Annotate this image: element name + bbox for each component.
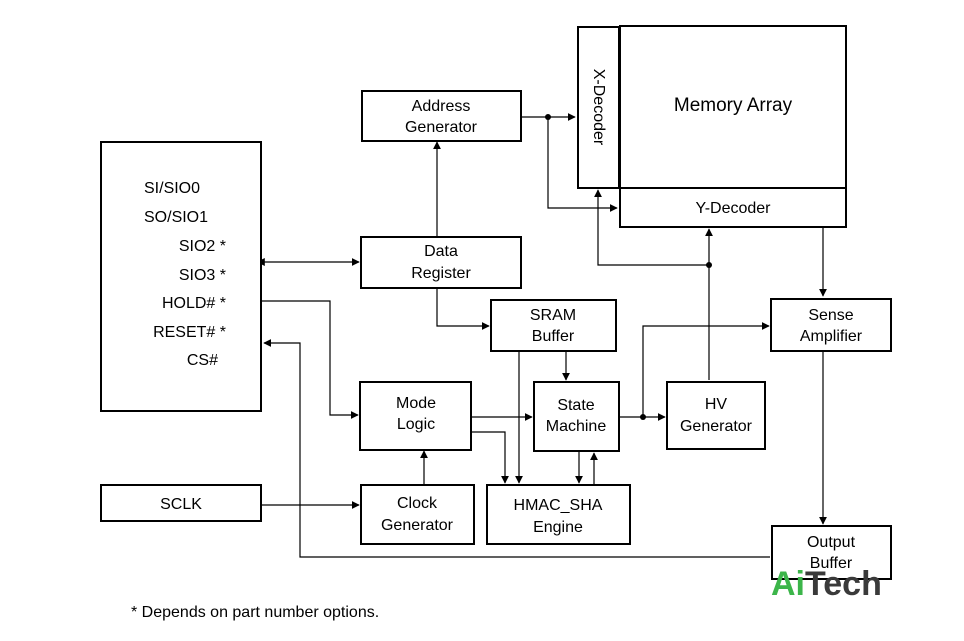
pin-label: SIO2 * <box>179 238 226 255</box>
junction-dot <box>640 414 646 420</box>
sense-amplifier-label-2: Amplifier <box>800 328 863 345</box>
pin-label: SIO3 * <box>179 267 226 284</box>
sense-amplifier-label-1: Sense <box>808 307 853 324</box>
data-register-block: Data Register <box>360 236 522 289</box>
hmac-sha-label-1: HMAC_SHA <box>514 497 603 514</box>
memory-array-block: Memory Array <box>619 25 847 189</box>
wire-mode-logic-hmac <box>472 431 509 484</box>
address-generator-label-1: Address <box>412 98 471 115</box>
hmac-sha-engine-block: HMAC_SHA Engine <box>486 484 631 545</box>
sram-buffer-label-1: SRAM <box>530 307 576 324</box>
address-generator-block: Address Generator <box>361 90 522 142</box>
wire-hv-x-decoder <box>594 189 709 266</box>
state-machine-block: State Machine <box>533 381 620 452</box>
wire-state-machine-sense-amp <box>642 322 770 417</box>
sram-buffer-block: SRAM Buffer <box>490 299 617 352</box>
watermark-part-1: Ai <box>771 565 805 603</box>
mode-logic-label-1: Mode <box>396 395 436 412</box>
sclk-label: SCLK <box>160 496 202 513</box>
output-buffer-label-2: Buffer <box>810 555 853 572</box>
connections <box>256 113 827 558</box>
pin-label: RESET# * <box>153 324 226 341</box>
hv-generator-block: HV Generator <box>666 381 766 450</box>
data-register-label-1: Data <box>424 243 458 260</box>
wire-address-y-decoder <box>547 117 618 212</box>
mode-logic-label-2: Logic <box>397 416 435 433</box>
address-generator-label-2: Generator <box>405 119 478 136</box>
hv-generator-label-2: Generator <box>680 418 753 435</box>
x-decoder-label: X-Decoder <box>590 69 607 146</box>
pin-label: CS# <box>187 352 218 369</box>
sclk-block: SCLK <box>100 484 262 522</box>
state-machine-label-1: State <box>557 397 594 414</box>
sram-buffer-label-2: Buffer <box>532 328 575 345</box>
junction-dot <box>706 262 712 268</box>
state-machine-label-2: Machine <box>546 418 607 435</box>
memory-array-label: Memory Array <box>674 95 793 116</box>
mode-logic-block: Mode Logic <box>359 381 472 451</box>
pin-label: SI/SIO0 <box>144 180 200 197</box>
output-buffer-block: Output Buffer <box>771 525 892 580</box>
pin-label: HOLD# * <box>162 295 226 312</box>
junction-dot <box>545 114 551 120</box>
hmac-sha-label-2: Engine <box>533 519 583 536</box>
watermark-part-2: Tech <box>805 565 882 603</box>
clock-generator-label-1: Clock <box>397 495 438 512</box>
clock-generator-label-2: Generator <box>381 517 454 534</box>
y-decoder-block: Y-Decoder <box>619 187 847 228</box>
clock-generator-block: Clock Generator <box>360 484 475 545</box>
watermark-logo: AiTech <box>771 565 882 603</box>
hv-generator-label-1: HV <box>705 396 728 413</box>
data-register-label-2: Register <box>411 265 471 282</box>
pin-label: SO/SIO1 <box>144 209 208 226</box>
wire-data-register-sram <box>436 289 490 330</box>
footnote: * Depends on part number options. <box>131 604 379 621</box>
wire-output-buffer-interface <box>263 339 770 558</box>
x-decoder-block: X-Decoder <box>577 26 620 189</box>
sense-amplifier-block: Sense Amplifier <box>770 298 892 352</box>
wire-hold-mode-logic <box>262 300 359 419</box>
interface-block: SI/SIO0 SO/SIO1 SIO2 * SIO3 * HOLD# * RE… <box>100 141 262 412</box>
y-decoder-label: Y-Decoder <box>695 200 771 217</box>
output-buffer-label-1: Output <box>807 534 856 551</box>
